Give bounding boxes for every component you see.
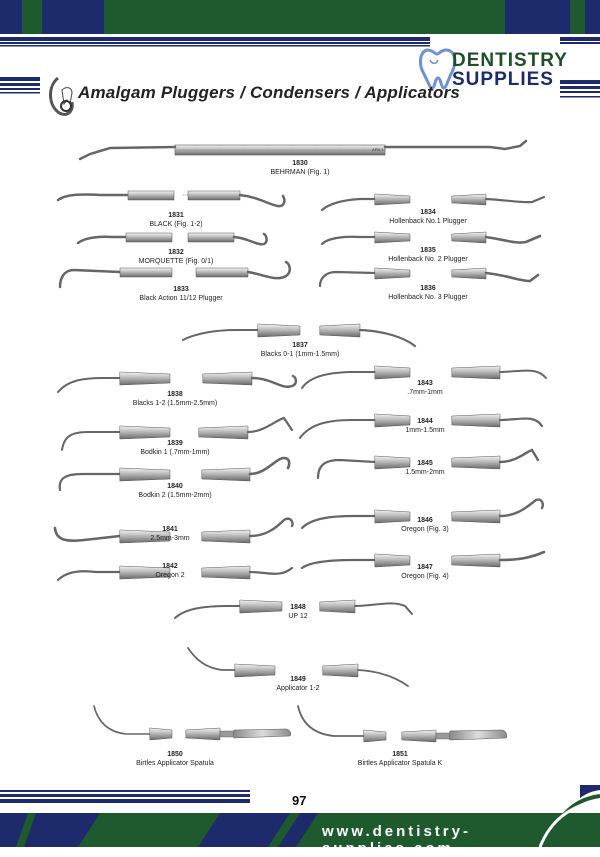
instrument-1830: APB 1 (78, 139, 528, 161)
instrument-1841 (53, 517, 294, 544)
instrument-1835 (320, 231, 542, 246)
instrument-1842 (56, 565, 294, 582)
website-url[interactable]: www.dentistry-supplies.com (322, 823, 471, 857)
instrument-1843 (301, 365, 547, 389)
instrument-1851 (297, 705, 508, 743)
instrument-1838 (57, 371, 298, 393)
page-title: Amalgam Pluggers / Condensers / Applicat… (78, 83, 461, 102)
instrument-1845 (316, 448, 540, 480)
footer-decoration (0, 785, 600, 847)
instrument-1831 (56, 190, 286, 208)
svg-text:APB 1: APB 1 (372, 147, 384, 152)
instrument-1849 (187, 647, 409, 687)
instrument-1834 (320, 193, 546, 212)
instrument-1836 (318, 267, 540, 288)
header-decoration (0, 0, 600, 98)
brand-logo-icon (418, 48, 457, 90)
instrument-1846 (300, 498, 544, 530)
brand-name-line2: SUPPLIES (452, 69, 554, 90)
item-label-1843: 1843.7mm-1mm (407, 380, 443, 396)
page-number: 97 (292, 793, 307, 808)
instrument-1839 (61, 416, 294, 451)
instrument-1844 (299, 413, 544, 439)
instrument-illustrations: APB 1 (53, 139, 547, 743)
instrument-1840 (58, 456, 291, 492)
tooth-emblem-icon (49, 76, 74, 116)
instrument-1850 (93, 705, 292, 741)
instrument-1848 (174, 599, 413, 619)
brand-name-line1: DENTISTRY (452, 50, 568, 71)
instrument-1837 (182, 323, 417, 348)
instrument-1832 (76, 232, 268, 246)
instrument-1833 (58, 260, 291, 289)
instrument-1847 (300, 550, 546, 570)
